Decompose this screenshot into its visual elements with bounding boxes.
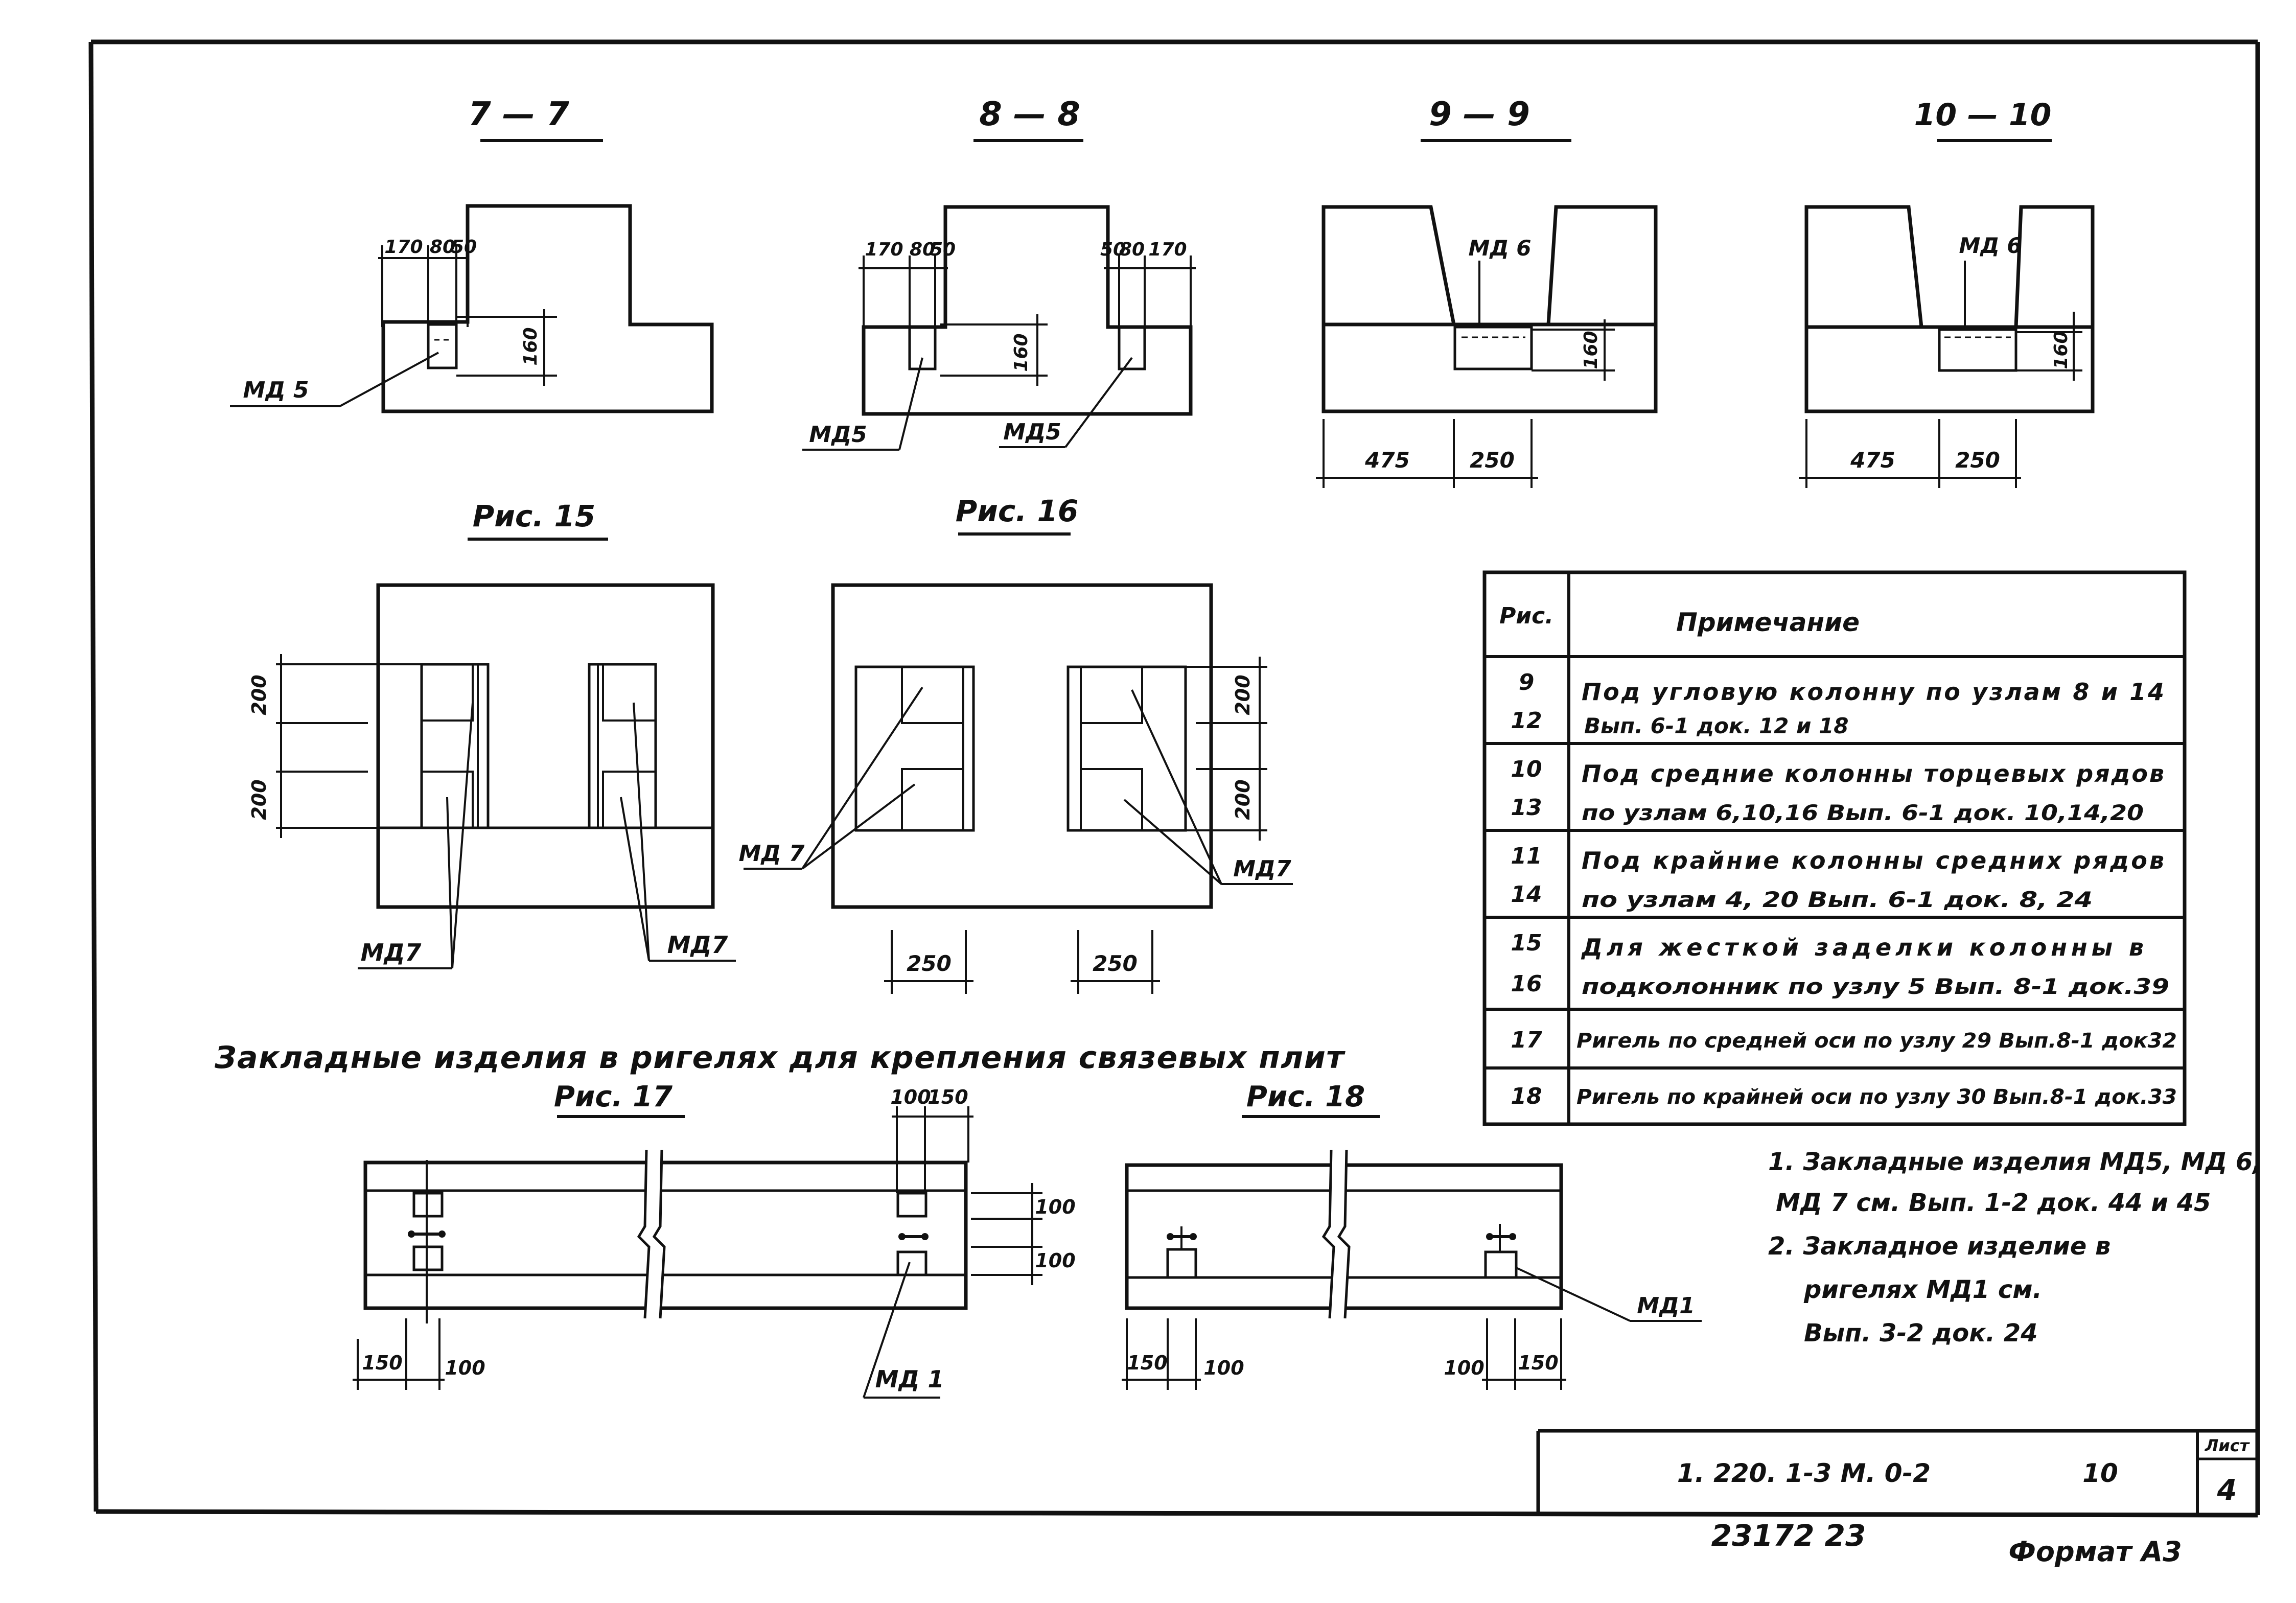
- fig15-title: Рис. 15: [473, 499, 595, 533]
- dim-7-80: 80: [430, 237, 455, 258]
- section-8-8: 8 — 8 170 80 50 160 50 80 170 МД5: [802, 96, 1196, 451]
- dim-10-475: 475: [1850, 448, 1895, 473]
- fig17-title: Рис. 17: [554, 1080, 672, 1113]
- fig18-dim-150-left: 150: [1127, 1352, 1167, 1374]
- fig16-dim-200-bottom: 200: [1232, 779, 1254, 820]
- title-stamp: 1. 220. 1-3 М. 0-2 10 Лист 4: [1536, 1429, 2258, 1515]
- embed-8-md5-right: МД5: [1003, 419, 1061, 445]
- table-row1-line2: Вып. 6-1 док. 12 и 18: [1584, 713, 1849, 738]
- table-row6-fig: 18: [1511, 1083, 1542, 1109]
- notes-table: Рис. Примечание 9 12 Под угловую колонну…: [1482, 570, 2187, 1126]
- fig17-dim-100-right-1: 100: [1035, 1196, 1075, 1218]
- dim-8-50-right: 50: [1100, 239, 1126, 260]
- note-line-2: МД 7 см. Вып. 1-2 док. 44 и 45: [1776, 1189, 2211, 1217]
- fig15-embed-right: МД7: [667, 931, 728, 959]
- figure-15: Рис. 15 200 200 МД7 МД7: [248, 499, 736, 969]
- table-row1-fig-a: 9: [1519, 669, 1535, 695]
- table-row1-line1: Под угловую колонну по узлам 8 и 14: [1582, 678, 2164, 706]
- dim-8-170-left: 170: [865, 239, 903, 260]
- fig15-dim-200-bottom: 200: [248, 779, 270, 820]
- fig18-embed: МД1: [1637, 1293, 1695, 1319]
- embed-caption: Закладные изделия в ригелях для креплени…: [214, 1040, 1346, 1076]
- section-7-7-title: 7 — 7: [468, 96, 569, 133]
- fig16-title: Рис. 16: [956, 494, 1078, 528]
- dim-10-250: 250: [1955, 448, 2000, 473]
- table-row3-line1: Под крайние колонны средних рядов: [1582, 847, 2164, 874]
- table-row3-fig-a: 11: [1511, 843, 1542, 869]
- table-row5-fig: 17: [1511, 1027, 1542, 1053]
- inventory-number: 23172 23: [1711, 1518, 1866, 1553]
- stamp-code: 1. 220. 1-3 М. 0-2: [1677, 1458, 1931, 1488]
- fig15-dim-200-top: 200: [248, 675, 270, 715]
- table-row3-fig-b: 14: [1511, 881, 1542, 908]
- embed-8-md5-left: МД5: [809, 422, 867, 448]
- table-row2-line2: по узлам 6,10,16 Вып. 6-1 док. 10,14,20: [1582, 800, 2144, 825]
- table-row1-fig-b: 12: [1511, 708, 1542, 734]
- table-row2-fig-b: 13: [1511, 795, 1542, 821]
- fig18-dim-100-right: 100: [1444, 1357, 1484, 1379]
- dim-8-80-right: 80: [1119, 239, 1145, 260]
- table-row4-line1: Для жесткой заделки колонны в: [1581, 934, 2144, 961]
- fig15-embed-left: МД7: [361, 939, 422, 966]
- fig16-embed-right: МД7: [1233, 856, 1291, 882]
- embed-7-md5: МД 5: [243, 377, 309, 403]
- figure-16: Рис. 16 200 200 250 250 МД 7: [739, 494, 1293, 994]
- table-row2-fig-a: 10: [1511, 756, 1542, 782]
- dim-10-160: 160: [2051, 331, 2072, 369]
- dim-7-160: 160: [520, 327, 541, 365]
- table-row4-fig-a: 15: [1511, 930, 1542, 956]
- table-row3-line2: по узлам 4, 20 Вып. 6-1 док. 8, 24: [1582, 887, 2093, 912]
- fig16-dim-200-top: 200: [1232, 675, 1254, 715]
- section-10-10: 10 — 10 МД 6 160 475 250: [1799, 97, 2095, 488]
- figure-17: Рис. 17 100: [353, 1080, 1076, 1399]
- table-row4-line2: подколонник по узлу 5 Вып. 8-1 док.39: [1582, 974, 2169, 999]
- fig16-dim-250-right: 250: [1093, 951, 1138, 976]
- figure-18: Рис. 18 150 100 100 150 МД1: [1122, 1080, 1702, 1390]
- section-9-9: 9 — 9 МД 6 160 475 250: [1316, 96, 1658, 488]
- dim-9-250: 250: [1470, 448, 1515, 473]
- table-header-note: Примечание: [1676, 608, 1860, 637]
- table-row2-line1: Под средние колонны торцевых рядов: [1582, 760, 2164, 787]
- stamp-sheet-label: Лист: [2205, 1436, 2251, 1455]
- fig17-dim-150-top: 150: [927, 1086, 968, 1108]
- fig17-dim-100-top: 100: [890, 1086, 931, 1108]
- section-10-10-title: 10 — 10: [1914, 97, 2052, 133]
- fig17-embed: МД 1: [875, 1365, 944, 1393]
- fig16-dim-250-left: 250: [907, 951, 952, 976]
- table-row4-fig-b: 16: [1511, 971, 1542, 997]
- embed-9-md6: МД 6: [1468, 236, 1531, 261]
- dim-9-475: 475: [1364, 448, 1410, 473]
- fig18-dim-150-right: 150: [1518, 1352, 1558, 1374]
- stamp-sheet-number: 4: [2217, 1474, 2237, 1507]
- note-line-3: 2. Закладное изделие в: [1768, 1232, 2111, 1261]
- dim-8-50-left: 50: [930, 239, 956, 260]
- fig17-dim-100-bottom: 100: [445, 1357, 485, 1379]
- dim-7-170: 170: [384, 237, 423, 258]
- section-8-8-title: 8 — 8: [979, 96, 1080, 133]
- table-header-fig: Рис.: [1499, 603, 1553, 629]
- dim-8-80-left: 80: [910, 239, 935, 260]
- table-row5-line1: Ригель по средней оси по узлу 29 Вып.8-1…: [1576, 1029, 2177, 1053]
- dim-8-170-right: 170: [1148, 239, 1187, 260]
- sheet-format: Формат А3: [2008, 1536, 2182, 1568]
- general-notes: 1. Закладные изделия МД5, МД 6, МД 7 см.…: [1768, 1148, 2262, 1348]
- dim-8-160: 160: [1011, 333, 1032, 371]
- section-7-7: 7 — 7 170 80 50 160 МД 5: [230, 96, 714, 413]
- fig16-embed-left: МД 7: [739, 841, 805, 867]
- fig18-dim-100-left: 100: [1203, 1357, 1244, 1379]
- fig18-title: Рис. 18: [1246, 1080, 1365, 1113]
- fig17-dim-100-right-2: 100: [1035, 1249, 1075, 1272]
- dim-9-160: 160: [1581, 331, 1602, 369]
- note-line-1: 1. Закладные изделия МД5, МД 6,: [1768, 1148, 2262, 1176]
- note-line-5: Вып. 3-2 док. 24: [1804, 1319, 2038, 1348]
- sheet-frame: [88, 39, 2260, 1518]
- section-9-9-title: 9 — 9: [1429, 96, 1530, 133]
- table-row6-line1: Ригель по крайней оси по узлу 30 Вып.8-1…: [1576, 1085, 2177, 1109]
- stamp-number: 10: [2082, 1458, 2118, 1488]
- note-line-4: ригелях МД1 см.: [1803, 1275, 2042, 1304]
- embed-10-md6: МД 6: [1959, 233, 2022, 258]
- dim-7-50: 50: [451, 237, 477, 258]
- fig17-dim-150-bottom: 150: [362, 1352, 402, 1374]
